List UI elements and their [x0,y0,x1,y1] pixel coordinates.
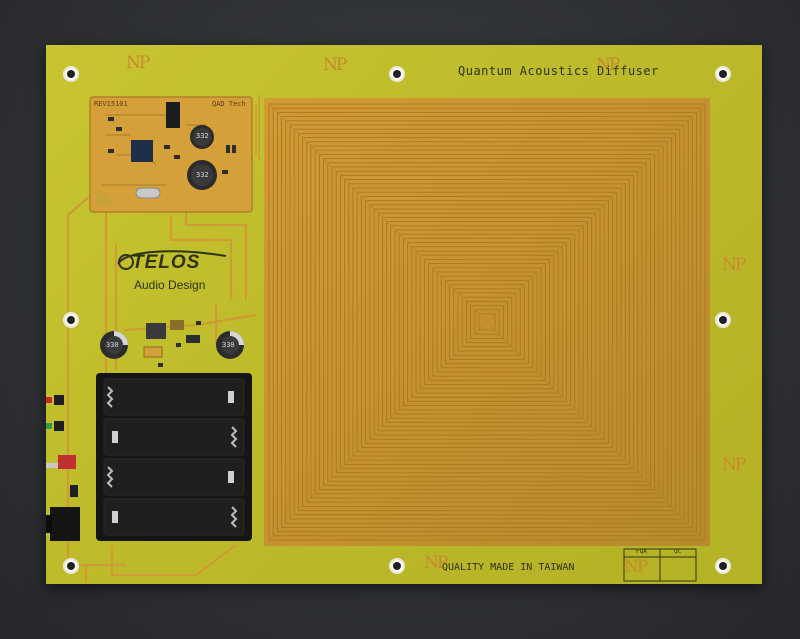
diffuser-ring [314,149,660,495]
capacitor-marking: 330 [222,341,235,349]
diffuser-ring [352,187,622,457]
diffuser-ring [276,111,698,533]
diffuser-ring [398,233,576,411]
battery-holder [96,373,252,541]
logo-name: TELOS [132,252,201,273]
diffuser-ring [318,153,656,491]
diffuser-ring [293,128,681,516]
diffuser-ring [453,288,521,356]
mounting-hole [389,66,405,82]
logo-swoosh-icon [117,250,227,270]
diffuser-ring [419,254,555,390]
diffuser-ring [360,195,614,449]
np-mark: NP [596,55,620,75]
diffuser-ring [390,225,584,419]
diffuser-ring [310,145,664,499]
np-mark: NP [424,553,448,573]
electrolytic-capacitors [100,331,244,359]
diffuser-ring [402,237,572,407]
mounting-hole [389,558,405,574]
diffuser-ring [331,166,643,478]
diffuser-ring [440,275,534,369]
mounting-hole [715,558,731,574]
module-label-right: QAD Tech [212,100,246,108]
diffuser-ring [339,174,635,470]
diffuser-ring [302,137,672,507]
diffuser-diagonal [268,103,706,541]
module-label-left: REV15101 [94,100,128,108]
diffuser-ring [281,116,693,528]
qc-label-qc: QC [674,548,682,555]
diffuser-ring [428,263,546,381]
diffuser-ring [444,279,530,365]
logo-subtitle: Audio Design [134,278,206,292]
np-mark: NP [624,557,648,577]
qc-box [623,548,697,582]
diffuser-ring [461,296,513,348]
dac-module [89,96,253,213]
pcb-board: NP NP NP NP NP NP NP Quantum Acoustics D… [46,45,762,584]
board-title: Quantum Acoustics Diffuser [458,64,659,78]
diffuser-ring [365,200,609,444]
diffuser-ring [465,300,509,344]
diffuser-ring [470,305,504,339]
diffuser-ring [436,271,538,373]
inductor-marking: 332 [196,132,209,140]
diffuser-ring [323,158,651,486]
diffuser-ring [348,183,626,461]
power-regulator [143,320,201,367]
diffuser-ring [381,216,593,428]
mounting-hole [63,558,79,574]
diffuser-ring [415,250,559,394]
diffuser-ring [285,120,689,524]
diffuser-ring [411,246,563,398]
diffuser-ring [449,284,525,360]
board-artwork [46,95,710,582]
diffuser-ring [272,107,702,537]
mounting-hole [63,312,79,328]
diffuser-ring [478,313,496,331]
diffuser-ring [394,229,580,415]
mounting-hole [715,66,731,82]
inductor-marking: 332 [196,171,209,179]
diffuser-ring [344,179,630,465]
diffuser-ring [373,208,601,436]
diffuser-ring [268,103,706,541]
mounting-hole [715,312,731,328]
diffuser-ring [369,204,605,440]
np-mark: NP [323,55,347,75]
np-mark: NP [722,255,746,275]
diffuser-ring [306,141,668,503]
capacitor-marking: 330 [106,341,119,349]
diffuser-ring [297,132,677,512]
diffuser-pattern [264,98,710,546]
diffuser-ring [335,170,639,474]
mounting-hole [63,66,79,82]
diffuser-ring [327,162,647,482]
left-edge-parts [46,395,80,541]
diffuser-ring [377,212,597,432]
diffuser-ring [289,124,685,520]
diffuser-ring [407,242,567,402]
board-footer: QUALITY MADE IN TAIWAN [442,562,575,573]
np-mark: NP [722,455,746,475]
qc-label-fqa: FQA [636,548,647,555]
diffuser-ring [423,258,551,386]
diffuser-ring [457,292,517,352]
diffuser-ring [474,309,500,335]
np-mark: NP [126,53,150,73]
diffuser-ring [386,221,588,423]
diffuser-ring [432,267,542,377]
diffuser-ring [356,191,618,453]
